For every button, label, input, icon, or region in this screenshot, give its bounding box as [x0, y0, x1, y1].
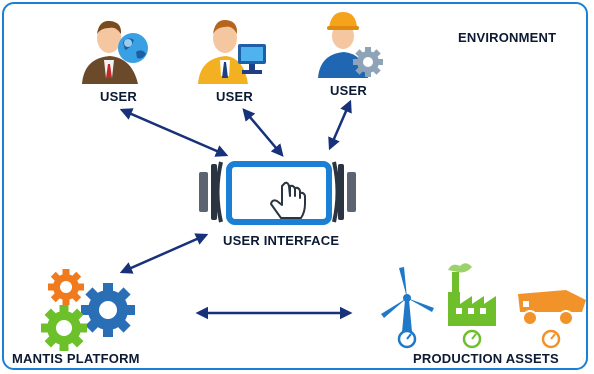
- arrow-interface-platform: [119, 233, 209, 274]
- user-label-1: USER: [100, 89, 137, 104]
- user-computer-icon: [198, 19, 266, 84]
- mantis-platform-label: MANTIS PLATFORM: [12, 351, 140, 366]
- mantis-gears-icon: [41, 269, 135, 351]
- production-assets-label: PRODUCTION ASSETS: [413, 351, 559, 366]
- factory-icon: [448, 263, 496, 349]
- arrow-user1-interface: [119, 108, 229, 157]
- dump-truck-icon: [518, 290, 586, 349]
- environment-frame: [2, 2, 588, 370]
- user-worker-gear-icon: [318, 12, 383, 78]
- user-interface-icon: [199, 161, 356, 225]
- environment-label: ENVIRONMENT: [458, 30, 557, 45]
- user-globe-icon: [82, 20, 148, 84]
- wind-turbine-icon: [381, 267, 434, 349]
- arrow-user2-interface: [242, 108, 284, 157]
- user-label-2: USER: [216, 89, 253, 104]
- user-label-3: USER: [330, 83, 367, 98]
- hand-pointer-icon: [270, 181, 306, 219]
- arrow-user3-interface: [328, 99, 352, 151]
- user-interface-label: USER INTERFACE: [223, 233, 340, 248]
